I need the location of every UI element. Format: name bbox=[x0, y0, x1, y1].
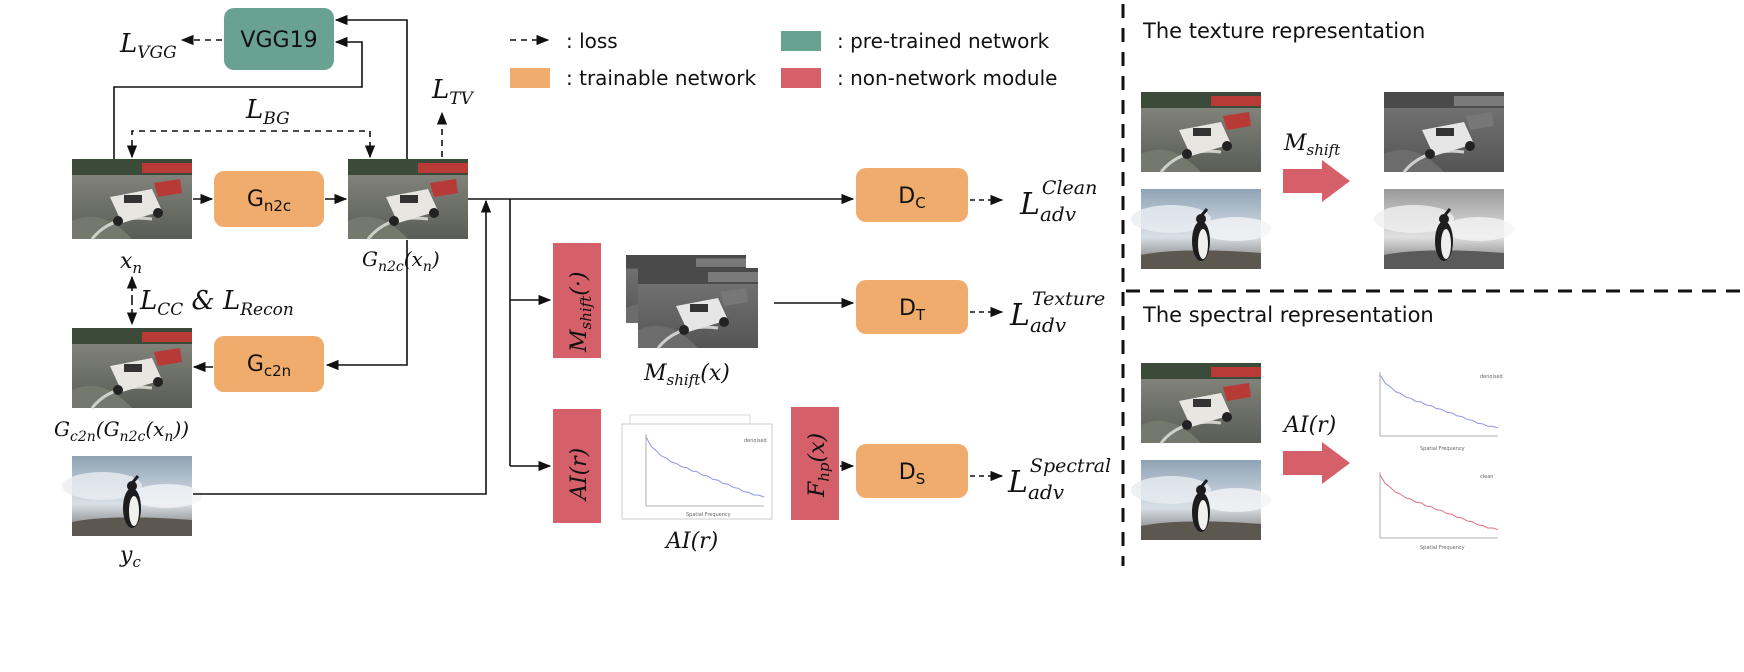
svg-text:denoised: denoised bbox=[1480, 374, 1503, 380]
loss-cc-recon: LCC & LRecon bbox=[139, 286, 294, 320]
m-shift-module: Mshift(·) bbox=[553, 243, 601, 358]
texture-arrow-label: Mshift bbox=[1283, 131, 1341, 159]
svg-text:Mshift(·): Mshift(·) bbox=[567, 272, 595, 353]
texture-input-car bbox=[1139, 90, 1263, 174]
texture-output-penguin bbox=[1372, 187, 1516, 271]
d-t-box: DT bbox=[856, 280, 968, 334]
vgg19-box: VGG19 bbox=[224, 8, 334, 70]
legend-loss: : loss bbox=[566, 29, 618, 53]
plot-mid-xlabel: Spatial Frequency bbox=[686, 512, 731, 518]
svg-text:Gc2n: Gc2n bbox=[247, 352, 291, 380]
spectrum-plot-denoised: denoised Spatial Frequency bbox=[1368, 366, 1504, 452]
spectrum-plot-middle: denoised Spatial Frequency bbox=[621, 414, 773, 520]
spectrum-mid-axes bbox=[645, 434, 764, 507]
svg-text:clean: clean bbox=[1480, 474, 1493, 480]
image-g-n2c-xn bbox=[346, 157, 470, 241]
loss-tv: LTV bbox=[431, 75, 475, 109]
d-c-box: DC bbox=[856, 168, 968, 222]
legend-trainable: : trainable network bbox=[566, 66, 756, 90]
svg-text:Gn2c: Gn2c bbox=[247, 187, 291, 215]
spectrum-plot-clean: clean Spatial Frequency bbox=[1368, 464, 1504, 551]
spectral-input-car bbox=[1139, 361, 1263, 445]
plot-mid-legend: denoised bbox=[744, 438, 767, 444]
svg-text:Fhp(x): Fhp(x) bbox=[805, 433, 833, 498]
spectral-title: The spectral representation bbox=[1142, 303, 1434, 327]
texture-output-car bbox=[1382, 90, 1506, 174]
label-xn: xn bbox=[120, 249, 142, 277]
texture-arrow bbox=[1283, 160, 1350, 202]
label-g-n2c-xn: Gn2c(xn) bbox=[362, 247, 440, 275]
legend-pretrained-swatch bbox=[781, 31, 821, 51]
spectrum-bottom-axes bbox=[1379, 472, 1498, 539]
g-c2n-box: Gc2n bbox=[214, 336, 324, 392]
svg-text:Spatial Frequency: Spatial Frequency bbox=[1420, 545, 1465, 551]
svg-text:DC: DC bbox=[898, 184, 925, 212]
legend-trainable-swatch bbox=[510, 68, 550, 88]
d-s-box: DS bbox=[856, 444, 968, 498]
legend-non-network-swatch bbox=[781, 68, 821, 88]
svg-text:DS: DS bbox=[899, 460, 925, 488]
image-yc bbox=[60, 454, 204, 538]
loss-vgg: LVGG bbox=[119, 29, 177, 63]
svg-text:VGG19: VGG19 bbox=[240, 28, 317, 53]
spectral-arrow bbox=[1283, 442, 1350, 484]
label-ai-r: AI(r) bbox=[664, 529, 718, 554]
svg-text:DT: DT bbox=[899, 296, 926, 324]
spectrum-top-axes bbox=[1379, 372, 1498, 437]
ai-r-module: AI(r) bbox=[553, 409, 601, 523]
legend-pretrained: : pre-trained network bbox=[837, 29, 1050, 53]
image-xn bbox=[70, 157, 194, 241]
f-hp-module: Fhp(x) bbox=[791, 407, 839, 520]
image-g-c2n-g-n2c-xn bbox=[70, 326, 194, 410]
image-mshift-stack bbox=[624, 253, 760, 350]
loss-bg: LBG bbox=[245, 95, 290, 129]
spectrum-mid-curve bbox=[645, 436, 765, 498]
svg-text:Spatial Frequency: Spatial Frequency bbox=[1420, 446, 1465, 452]
label-yc: yc bbox=[119, 543, 141, 571]
spectral-arrow-label: AI(r) bbox=[1282, 413, 1336, 438]
label-g-c2n-g-n2c-xn: Gc2n(Gn2c(xn)) bbox=[54, 417, 189, 445]
label-mshift-x: Mshift(x) bbox=[643, 361, 730, 389]
spectrum-top-curve bbox=[1379, 374, 1499, 429]
spectral-input-penguin bbox=[1129, 458, 1273, 542]
svg-text:AI(r): AI(r) bbox=[567, 448, 592, 502]
texture-input-penguin bbox=[1129, 187, 1273, 271]
legend-non-network: : non-network module bbox=[837, 66, 1057, 90]
legend: : loss : trainable network : pre-trained… bbox=[510, 29, 1057, 90]
g-n2c-box: Gn2c bbox=[214, 171, 324, 227]
spectrum-bottom-curve bbox=[1379, 474, 1499, 531]
texture-title: The texture representation bbox=[1142, 19, 1425, 43]
